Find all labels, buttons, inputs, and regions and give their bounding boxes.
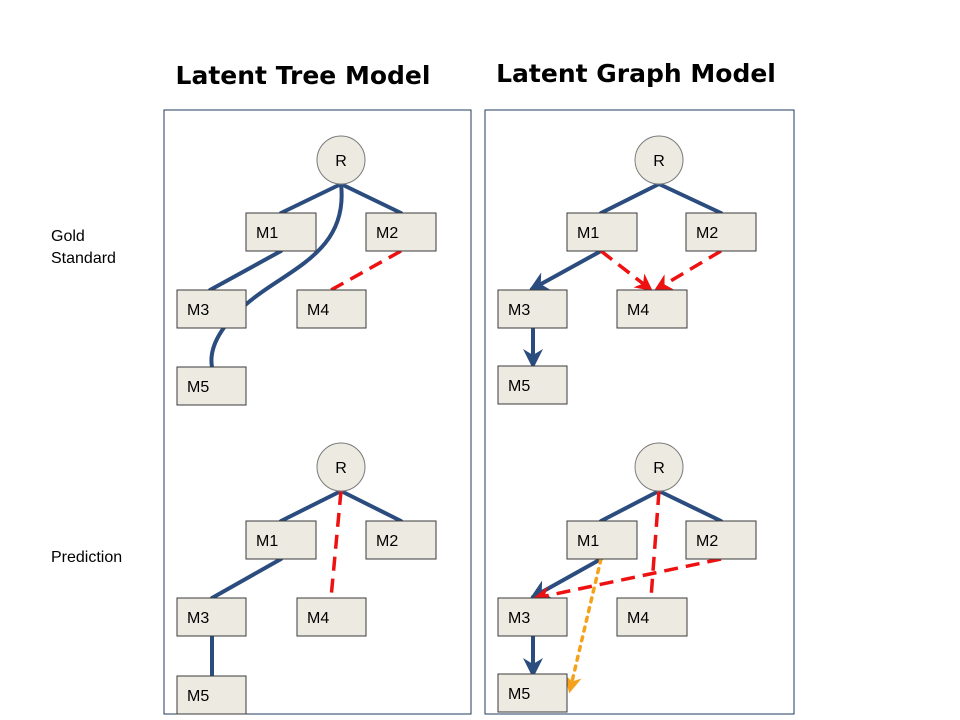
graph-model-title: Latent Graph Model bbox=[496, 59, 776, 88]
tree-gold-edge-r-m1 bbox=[279, 182, 343, 215]
graph-gold-node-r: R bbox=[634, 135, 684, 185]
tree-gold-node-r: R bbox=[316, 135, 366, 185]
graph-pred-edge-r-m4 bbox=[649, 490, 661, 599]
graph-pred-node-m2: M2 bbox=[685, 520, 757, 560]
tree-gold-edge-m1-m3 bbox=[208, 249, 283, 292]
node-label: M5 bbox=[508, 378, 530, 395]
graph-gold-edges bbox=[523, 182, 723, 369]
graph-pred-edges bbox=[523, 489, 723, 694]
graph-gold-node-m5: M5 bbox=[497, 365, 568, 405]
node-label: R bbox=[335, 153, 347, 170]
graph-pred-node-m5: M5 bbox=[497, 673, 568, 713]
node-label: M4 bbox=[627, 610, 649, 627]
node-label: M2 bbox=[376, 225, 398, 242]
node-label: M4 bbox=[627, 302, 649, 319]
graph-pred-nodes: R M1 M2 M3 M4 M5 bbox=[497, 442, 757, 713]
tree-pred-edge-m1-m3 bbox=[210, 557, 283, 600]
tree-model-title: Latent Tree Model bbox=[176, 61, 431, 90]
node-label: R bbox=[653, 460, 665, 477]
tree-gold-edges bbox=[208, 182, 403, 369]
tree-gold-node-m5: M5 bbox=[176, 366, 247, 406]
graph-pred-arrow-m1-m5 bbox=[564, 557, 603, 694]
node-label: R bbox=[335, 460, 347, 477]
tree-pred-edge-r-m1 bbox=[279, 489, 343, 523]
tree-gold-node-m3: M3 bbox=[176, 289, 247, 329]
node-label: M5 bbox=[187, 688, 209, 705]
node-label: M3 bbox=[508, 302, 530, 319]
node-label: M3 bbox=[187, 610, 209, 627]
gold-label-line2: Standard bbox=[51, 250, 116, 267]
node-label: M1 bbox=[577, 533, 599, 550]
tree-pred-edge-r-m4 bbox=[329, 490, 343, 599]
node-label: M1 bbox=[256, 225, 278, 242]
tree-pred-edge-r-m2 bbox=[339, 489, 403, 523]
graph-gold-node-m3: M3 bbox=[497, 289, 568, 329]
graph-gold-arrow-m1-m3 bbox=[528, 249, 603, 291]
graph-gold-node-m2: M2 bbox=[685, 212, 757, 252]
graph-gold-arrow-m1-m4 bbox=[599, 249, 653, 292]
tree-pred-node-m1: M1 bbox=[245, 520, 317, 560]
node-label: M5 bbox=[187, 379, 209, 396]
tree-pred-node-r: R bbox=[316, 442, 366, 492]
gold-label-line1: Gold bbox=[51, 228, 85, 245]
graph-gold-edge-r-m2 bbox=[657, 182, 723, 215]
tree-gold-nodes: R M1 M2 M3 M4 M5 bbox=[176, 135, 437, 406]
prediction-label: Prediction bbox=[51, 549, 122, 566]
graph-gold-nodes: R M1 M2 M3 M4 M5 bbox=[497, 135, 757, 405]
graph-pred-edge-r-m2 bbox=[657, 489, 723, 523]
tree-gold-edge-r-m5 bbox=[209, 182, 344, 369]
node-label: M3 bbox=[187, 302, 209, 319]
tree-pred-node-m4: M4 bbox=[296, 597, 367, 637]
node-label: M4 bbox=[307, 610, 329, 627]
graph-pred-edge-r-m1 bbox=[599, 489, 661, 523]
node-label: M2 bbox=[696, 225, 718, 242]
graph-gold-node-m1: M1 bbox=[566, 212, 638, 252]
tree-pred-node-m5: M5 bbox=[176, 675, 247, 715]
tree-pred-nodes: R M1 M2 M3 M4 M5 bbox=[176, 442, 437, 715]
graph-pred-arrow-m2-m3 bbox=[532, 557, 722, 604]
node-label: M2 bbox=[696, 533, 718, 550]
tree-pred-edges bbox=[210, 489, 403, 678]
tree-gold-node-m1: M1 bbox=[245, 212, 317, 252]
tree-gold-node-m2: M2 bbox=[365, 212, 437, 252]
graph-pred-node-m4: M4 bbox=[616, 597, 688, 637]
node-label: M1 bbox=[577, 225, 599, 242]
graph-gold-arrow-m2-m4 bbox=[653, 249, 722, 291]
graph-pred-node-r: R bbox=[634, 442, 684, 492]
node-label: M1 bbox=[256, 533, 278, 550]
graph-gold-edge-r-m1 bbox=[599, 182, 661, 215]
node-label: M4 bbox=[307, 302, 329, 319]
node-label: M5 bbox=[508, 686, 530, 703]
tree-gold-edge-r-m2 bbox=[339, 182, 403, 215]
graph-pred-node-m3: M3 bbox=[497, 597, 568, 637]
tree-pred-node-m3: M3 bbox=[176, 597, 247, 637]
tree-pred-node-m2: M2 bbox=[365, 520, 437, 560]
node-label: M3 bbox=[508, 610, 530, 627]
node-label: M2 bbox=[376, 533, 398, 550]
node-label: R bbox=[653, 153, 665, 170]
tree-gold-edge-m2-m4 bbox=[330, 249, 402, 292]
tree-gold-node-m4: M4 bbox=[296, 289, 367, 329]
graph-gold-node-m4: M4 bbox=[616, 289, 688, 329]
graph-pred-node-m1: M1 bbox=[566, 520, 638, 560]
